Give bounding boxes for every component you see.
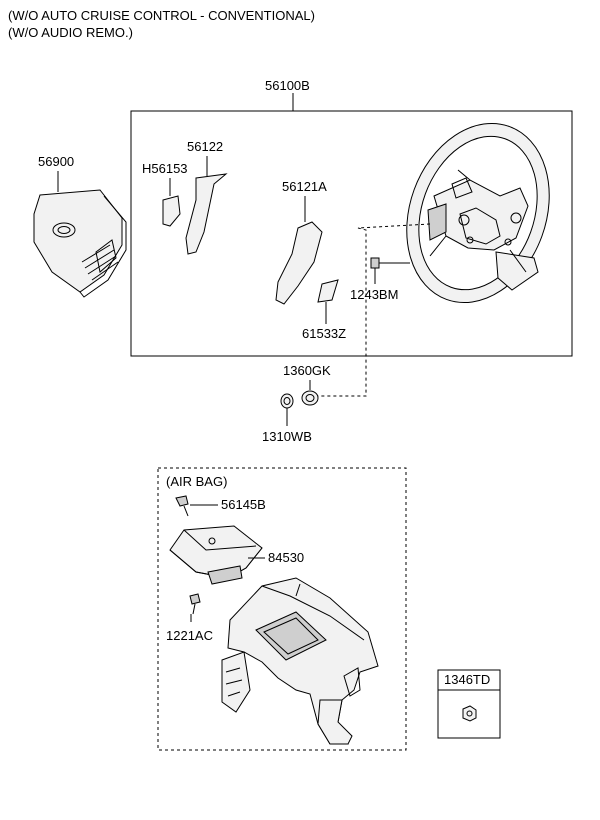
label-56121a[interactable]: 56121A (282, 179, 327, 194)
steering-wheel-icon (406, 122, 550, 304)
label-1221ac[interactable]: 1221AC (166, 628, 213, 643)
airbag-group-box (157, 467, 407, 751)
leader-wheel-to-nut (318, 223, 431, 397)
label-1360gk[interactable]: 1360GK (283, 363, 331, 378)
label-56100b[interactable]: 56100B (265, 78, 310, 93)
label-h56153[interactable]: H56153 (142, 161, 188, 176)
label-1346td[interactable]: 1346TD (444, 672, 490, 687)
bolt-1243bm-icon (370, 257, 410, 269)
label-1243bm[interactable]: 1243BM (350, 287, 398, 302)
cover-56122-icon (185, 173, 228, 255)
label-61533z[interactable]: 61533Z (302, 326, 346, 341)
steering-wheel-group-box (130, 110, 573, 357)
airbag-group-title: (AIR BAG) (166, 474, 227, 489)
cover-h56153-icon (162, 195, 181, 227)
label-56122[interactable]: 56122 (187, 139, 223, 154)
cover-61533z-icon (317, 279, 339, 303)
label-56900[interactable]: 56900 (38, 154, 74, 169)
note-line-2: (W/O AUDIO REMO.) (8, 25, 133, 40)
label-56145b[interactable]: 56145B (221, 497, 266, 512)
note-line-1: (W/O AUTO CRUISE CONTROL - CONVENTIONAL) (8, 8, 315, 23)
nut-1360gk-icon (301, 390, 319, 406)
cover-56121a-icon (275, 221, 323, 305)
washer-1310wb-icon (280, 393, 294, 409)
label-1310wb[interactable]: 1310WB (262, 429, 312, 444)
airbag-pad-icon (33, 189, 127, 298)
passenger-airbag-icon (169, 525, 263, 585)
part-1346td-box (437, 669, 501, 739)
label-84530[interactable]: 84530 (268, 550, 304, 565)
nut-1346td-icon (462, 705, 477, 722)
bolt-1221ac-icon (189, 593, 201, 615)
screw-56145b-icon (175, 495, 189, 517)
dashboard-icon (221, 577, 379, 745)
